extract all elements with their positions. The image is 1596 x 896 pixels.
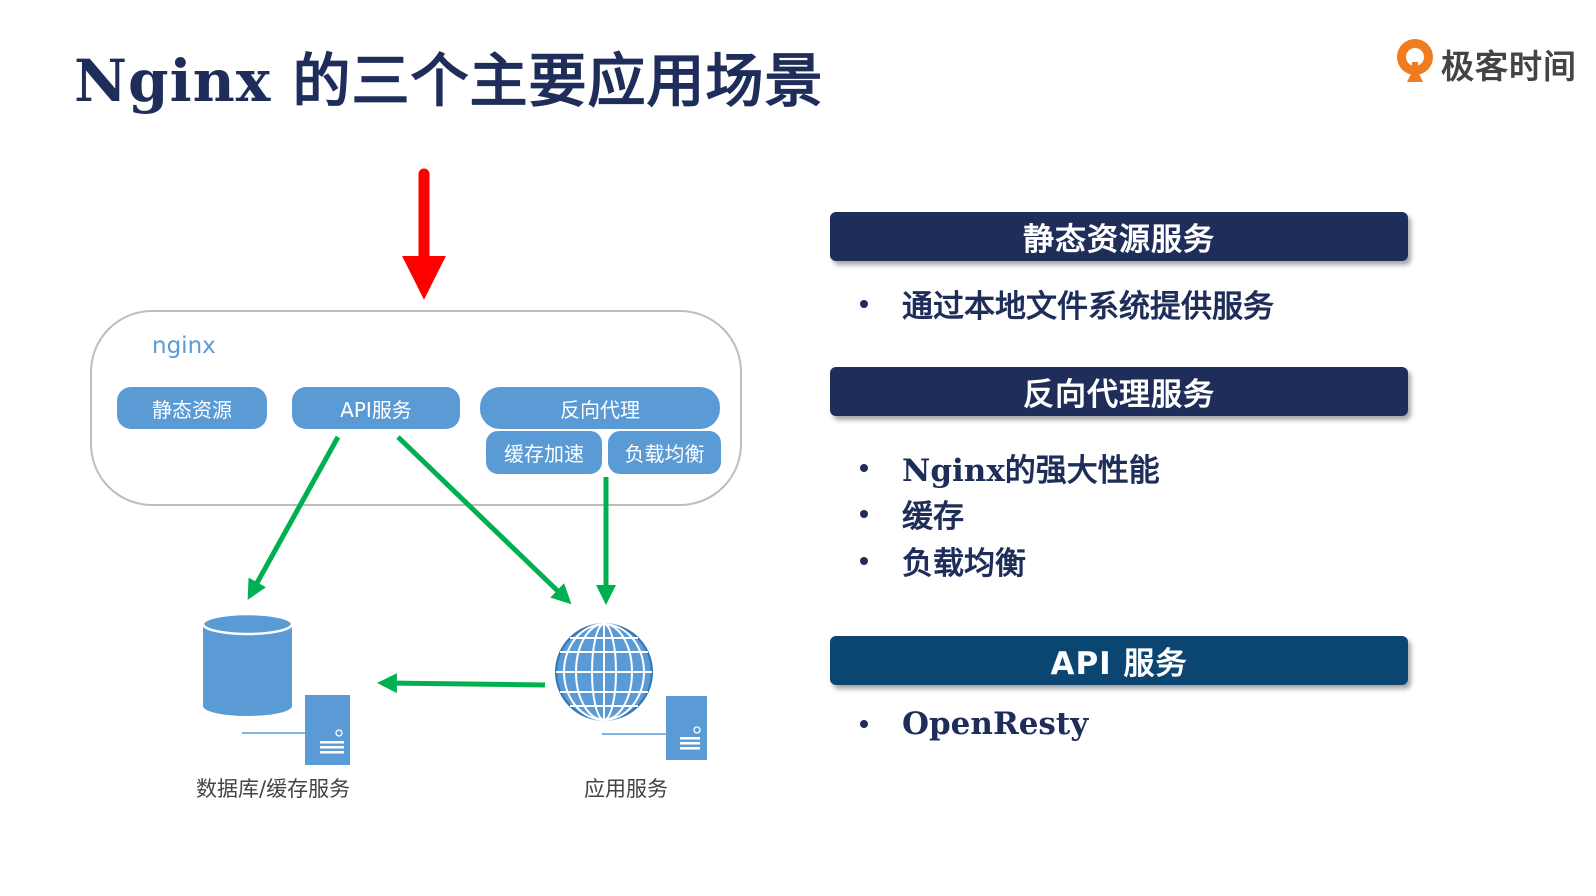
module-balance: 负载均衡 [608, 431, 721, 474]
globe-icon [555, 623, 653, 721]
bullet-dot [860, 299, 868, 308]
list-item: 缓存 [860, 491, 964, 536]
module-api: API服务 [292, 387, 460, 429]
bullet-dot [860, 463, 868, 472]
page-title: Nginx 的三个主要应用场景 [74, 47, 824, 115]
nginx-diagram: nginx 静态资源 API服务 反向代理 缓存加速 负载均衡 [90, 168, 742, 801]
bullet-dot [860, 509, 868, 518]
module-cache: 缓存加速 [486, 431, 602, 474]
database-label: 数据库/缓存服务 [196, 777, 351, 801]
database-icon [201, 612, 294, 716]
module-proxy: 反向代理 [480, 387, 720, 429]
bullet-dot [860, 556, 868, 565]
app-label: 应用服务 [584, 777, 668, 801]
brand-name: 极客时间 [1441, 47, 1577, 86]
nginx-label: nginx [152, 333, 216, 359]
section-header-api: API 服务 [830, 636, 1408, 685]
section-header-proxy: 反向代理服务 [830, 367, 1408, 416]
list-item: OpenResty [860, 706, 1088, 742]
bullet-dot [860, 720, 868, 728]
brand-logo-icon [1397, 39, 1433, 82]
module-static: 静态资源 [117, 387, 267, 429]
list-item: 负载均衡 [860, 538, 1026, 583]
server-icon [242, 695, 350, 765]
section-header-static: 静态资源服务 [830, 212, 1408, 261]
server-icon [602, 696, 707, 760]
list-item: Nginx的强大性能 [860, 445, 1160, 490]
list-item: 通过本地文件系统提供服务 [860, 281, 1274, 326]
brand-logo: 极客时间 [1393, 36, 1583, 86]
arrow-app-to-database [377, 673, 546, 694]
